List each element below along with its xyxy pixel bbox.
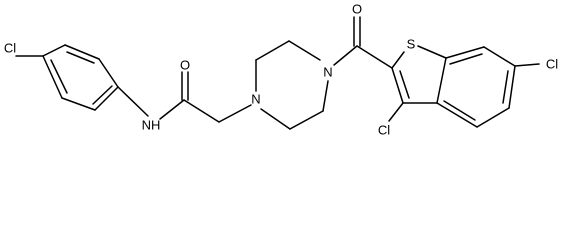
bond-ketone-c2: [356, 45, 393, 69]
bond-carbonyl-ch2: [183, 99, 220, 123]
atom-cl-c3: Cl: [378, 123, 390, 138]
bond-pip-e: [289, 110, 324, 130]
bond-pip-c: [288, 40, 321, 61]
atom-s: S: [407, 37, 416, 52]
bond-c3-cl: [388, 102, 404, 122]
bond-aryl-nh: [117, 86, 149, 117]
bond-benzo-b: [483, 46, 516, 67]
bond-pip-f: [260, 108, 291, 130]
atom-n-piperazine-left: N: [251, 92, 260, 107]
atom-nh: NH: [142, 118, 161, 133]
bond-benzo-e: [436, 102, 478, 128]
bond-benzo-c: [508, 65, 516, 109]
atom-n-piperazine-right: N: [323, 65, 332, 80]
bond-c3-c2: [391, 67, 404, 104]
bond-ring1-a: [42, 44, 66, 57]
bond-n-ketone: [333, 45, 358, 66]
bond-ring1-d: [94, 86, 119, 111]
bond-ring1-e: [61, 97, 96, 111]
atom-o-amide: O: [180, 58, 190, 73]
bond-c3-c2-inner: [399, 70, 410, 99]
bond-c2-s: [391, 51, 405, 69]
bond-ring1-b2: [66, 51, 95, 64]
atom-o-ketone: O: [352, 2, 362, 17]
bond-benzo-e2: [443, 100, 476, 121]
bond-s-c7a: [417, 45, 447, 59]
atom-cl-c6: Cl: [546, 57, 558, 72]
bond-c6-cl: [514, 63, 540, 67]
bond-ring1-c: [98, 58, 119, 88]
bond-ring1-d2: [92, 85, 113, 105]
bond-c7a-c3a: [436, 57, 447, 104]
molecule-structure: Cl NH O N N O S Cl Cl: [4, 2, 558, 138]
bond-benzo-d: [476, 107, 510, 128]
bond-benzo-c2: [502, 70, 509, 104]
bond-nh-carbonyl: [159, 99, 185, 120]
structure-canvas: Cl NH O N N O S Cl Cl: [4, 2, 558, 138]
bond-benzo-f2: [449, 53, 483, 65]
bond-benzo-a: [445, 46, 485, 59]
bond-pip-b: [255, 40, 290, 61]
bond-ring1-f: [42, 55, 63, 99]
bond-ring1-b: [64, 44, 100, 60]
atom-cl-left: Cl: [4, 41, 16, 56]
bond-ch2-n: [218, 104, 252, 123]
bond-ring1-f2: [50, 59, 68, 94]
atom-label-layer: Cl NH O N N O S Cl Cl: [4, 2, 558, 138]
bond-layer: [15, 16, 540, 130]
bond-pip-d: [322, 80, 329, 112]
